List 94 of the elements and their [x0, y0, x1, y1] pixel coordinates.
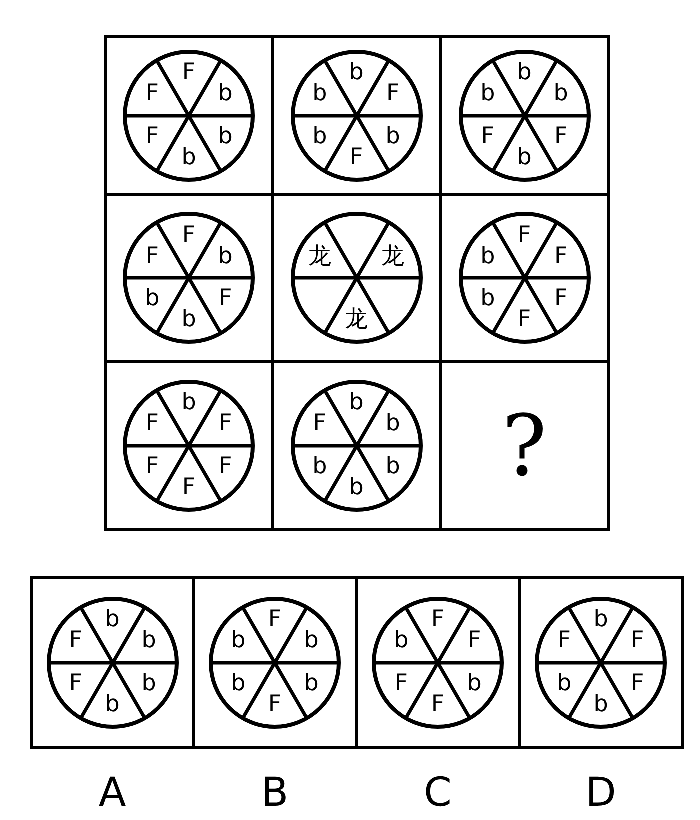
divided-circle	[458, 211, 592, 345]
divided-circle	[290, 211, 424, 345]
sector-letter: F	[468, 630, 482, 653]
sector-letter: F	[630, 630, 644, 653]
sector-letter: F	[69, 672, 83, 696]
sector-letter: b	[142, 630, 156, 653]
sector-letter: b	[394, 630, 409, 653]
sector-letter: F	[69, 630, 83, 653]
sector-letter: F	[182, 476, 196, 500]
sector-letter: b	[517, 146, 532, 170]
sector-letter: F	[218, 455, 232, 478]
sector-letter: F	[350, 146, 364, 170]
answer-option-cell	[518, 576, 684, 749]
sector-letter: b	[231, 630, 246, 653]
sector-letter: F	[394, 672, 408, 696]
sector-letter: b	[182, 308, 196, 332]
sector-letter: b	[312, 455, 328, 478]
sector-letter: b	[218, 82, 233, 106]
divided-circle	[290, 48, 424, 182]
option-letter: B	[261, 773, 289, 813]
divided-circle	[290, 378, 424, 512]
sector-letter: F	[218, 288, 232, 311]
sector-letter: b	[218, 245, 233, 268]
sector-letter: F	[313, 412, 327, 436]
sector-letter: b	[312, 82, 328, 106]
sector-letter: b	[304, 672, 319, 696]
sector-letter: F	[554, 288, 568, 311]
sector-letter: b	[594, 608, 608, 632]
grid-cell	[104, 360, 274, 531]
option-letter: A	[98, 773, 126, 813]
divided-circle	[122, 211, 256, 345]
divided-circle	[534, 596, 668, 730]
answer-option-cell	[192, 576, 358, 749]
sector-letter: b	[557, 672, 572, 696]
sector-letter: b	[517, 62, 532, 85]
sector-letter: F	[146, 82, 160, 106]
sector-letter: b	[349, 62, 364, 85]
sector-letter: b	[182, 146, 196, 170]
sector-letter: b	[304, 630, 319, 653]
sector-letter: F	[554, 125, 568, 148]
sector-letter: b	[594, 693, 608, 716]
sector-letter: F	[554, 245, 568, 268]
sector-letter: F	[146, 412, 160, 436]
sector-letter: b	[386, 125, 400, 148]
sector-letter: b	[312, 125, 328, 148]
divided-circle	[208, 596, 342, 730]
sector-letter: F	[518, 224, 532, 248]
divided-circle	[371, 596, 505, 730]
sector-letter: 龙	[382, 245, 405, 268]
answer-option-cell	[355, 576, 521, 749]
sector-letter: F	[268, 693, 282, 716]
divided-circle	[458, 48, 592, 182]
sector-letter: b	[142, 672, 156, 696]
divided-circle	[122, 48, 256, 182]
sector-letter: F	[431, 608, 445, 632]
sector-letter: F	[431, 693, 445, 716]
sector-letter: b	[386, 412, 400, 436]
divided-circle	[46, 596, 180, 730]
sector-letter: F	[630, 672, 644, 696]
sector-letter: b	[218, 125, 233, 148]
sector-letter: F	[268, 608, 282, 632]
sector-letter: F	[481, 125, 495, 148]
sector-letter: b	[105, 608, 120, 632]
option-letter: D	[586, 773, 616, 813]
sector-letter: b	[480, 82, 496, 106]
sector-letter: F	[558, 630, 572, 653]
sector-letter: b	[105, 693, 120, 716]
divided-circle	[122, 378, 256, 512]
sector-letter: b	[231, 672, 246, 696]
sector-letter: b	[349, 476, 364, 500]
sector-letter: b	[554, 82, 568, 106]
grid-cell	[104, 35, 274, 196]
question-mark: ?	[502, 404, 548, 488]
sector-letter: F	[518, 308, 532, 332]
sector-letter: F	[386, 82, 400, 106]
sector-letter: b	[480, 245, 496, 268]
sector-letter: b	[467, 672, 482, 696]
sector-letter: 龙	[345, 308, 368, 332]
option-letter: C	[424, 773, 452, 813]
sector-letter: 龙	[308, 245, 332, 268]
sector-letter: b	[480, 288, 496, 311]
sector-letter: F	[146, 455, 160, 478]
answer-option-cell	[30, 576, 195, 749]
sector-letter: F	[182, 62, 196, 85]
sector-letter: b	[386, 455, 400, 478]
sector-letter: F	[182, 224, 196, 248]
sector-letter: F	[146, 125, 160, 148]
sector-letter: b	[182, 392, 196, 415]
sector-letter: b	[349, 392, 364, 415]
sector-letter: b	[145, 288, 160, 311]
sector-letter: F	[146, 245, 160, 268]
puzzle-cell	[439, 360, 610, 531]
sector-letter: F	[218, 412, 232, 436]
grid-cell	[439, 35, 610, 196]
